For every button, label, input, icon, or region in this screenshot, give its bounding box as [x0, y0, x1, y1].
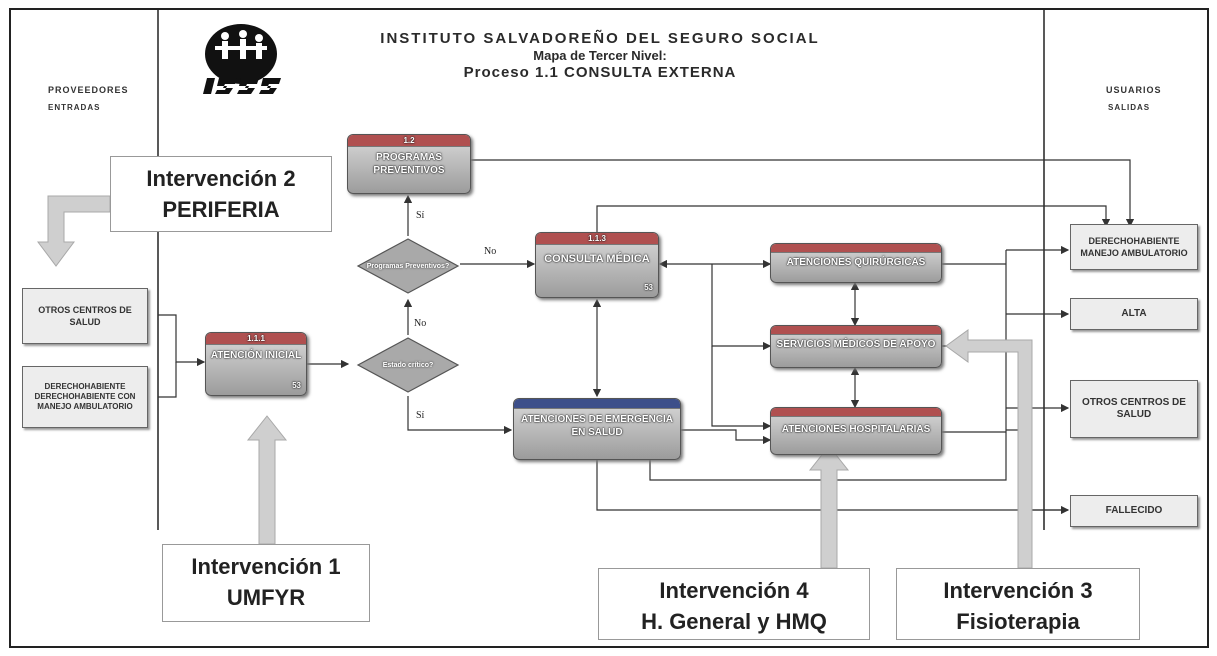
callout-4-line2: H. General y HMQ — [641, 609, 827, 634]
label-inputs: ENTRADAS — [48, 103, 101, 112]
input-derechohabiente-label: DERECHOHABIENTE DERECHOHABIENTE CON MANE… — [34, 382, 136, 411]
output-otros-centros-label: OTROS CENTROS DE SALUD — [1082, 397, 1186, 420]
output-alta-label: ALTA — [1121, 308, 1147, 319]
header-process: Proceso 1.1 CONSULTA EXTERNA — [463, 64, 737, 81]
process-atenciones-hospitalarias: ATENCIONES HOSPITALARIAS — [770, 407, 942, 455]
label-outputs: SALIDAS — [1108, 103, 1151, 112]
process-emergencia-label: ATENCIONES DE EMERGENCIA EN SALUD — [520, 414, 674, 438]
edge-label-no-mid: No — [414, 318, 427, 329]
process-consulta-ref: 53 — [644, 283, 653, 292]
callout-3-line2: Fisioterapia — [956, 609, 1080, 634]
diagram-header: INSTITUTO SALVADOREÑO DEL SEGURO SOCIAL … — [300, 30, 900, 81]
edge-label-si-top: Sí — [416, 210, 425, 221]
process-programas-code: 1.2 — [348, 135, 470, 147]
input-otros-centros: OTROS CENTROS DE SALUD — [22, 288, 148, 344]
decision-estado-critico: Estado crítico? — [356, 336, 460, 394]
process-atencion-inicial-code: 1.1.1 — [206, 333, 306, 345]
output-otros-centros: OTROS CENTROS DE SALUD — [1070, 380, 1198, 438]
process-atencion-inicial-ref: 53 — [292, 381, 301, 390]
process-consulta-code: 1.1.3 — [536, 233, 658, 245]
process-consulta-label: CONSULTA MÉDICA — [544, 253, 650, 265]
input-otros-centros-label: OTROS CENTROS DE SALUD — [38, 305, 132, 327]
output-alta: ALTA — [1070, 298, 1198, 330]
decision-programas-label: Programas Preventivos? — [366, 262, 450, 270]
process-quirurgicas-cap — [771, 244, 941, 253]
edge-label-si-bottom: Sí — [416, 410, 425, 421]
label-users: USUARIOS — [1106, 85, 1162, 95]
callout-4-line1: Intervención 4 — [659, 578, 809, 603]
decision-urgente-label: Estado crítico? — [382, 361, 434, 369]
process-programas-preventivos: 1.2 PROGRAMAS PREVENTIVOS — [347, 134, 471, 194]
process-atenciones-quirurgicas: ATENCIONES QUIRÚRGICAS — [770, 243, 942, 283]
process-atenciones-emergencia: ATENCIONES DE EMERGENCIA EN SALUD — [513, 398, 681, 460]
input-derechohabiente: DERECHOHABIENTE DERECHOHABIENTE CON MANE… — [22, 366, 148, 428]
header-institution: INSTITUTO SALVADOREÑO DEL SEGURO SOCIAL — [380, 30, 820, 47]
callout-1-line1: Intervención 1 — [191, 554, 341, 579]
callout-intervencion-2: Intervención 2 PERIFERIA — [110, 156, 332, 232]
process-apoyo-label: SERVICIOS MÉDICOS DE APOYO — [776, 339, 936, 350]
header-map-level: Mapa de Tercer Nivel: — [533, 48, 667, 63]
process-emergencia-cap — [514, 399, 680, 409]
arrow-intervention-1 — [246, 415, 288, 545]
callout-intervencion-4: Intervención 4 H. General y HMQ — [598, 568, 870, 640]
arrow-intervention-2 — [37, 195, 111, 267]
isss-logo — [193, 20, 291, 98]
arrow-intervention-3 — [945, 329, 1033, 569]
arrow-intervention-4 — [808, 445, 850, 569]
output-derechohabiente-label: DERECHOHABIENTE MANEJO AMBULATORIO — [1080, 236, 1188, 258]
diagram-frame — [9, 8, 1209, 648]
callout-3-line1: Intervención 3 — [943, 578, 1093, 603]
output-fallecido-label: FALLECIDO — [1105, 505, 1163, 516]
process-quirurgicas-label: ATENCIONES QUIRÚRGICAS — [786, 257, 926, 268]
process-atencion-inicial-label: ATENCIÓN INICIAL — [210, 350, 302, 361]
process-hospitalarias-label: ATENCIONES HOSPITALARIAS — [781, 424, 931, 435]
callout-intervencion-3: Intervención 3 Fisioterapia — [896, 568, 1140, 640]
decision-programas-preventivos: Programas Preventivos? — [356, 237, 460, 295]
callout-2-line2: PERIFERIA — [162, 197, 280, 222]
label-providers: PROVEEDORES — [48, 85, 129, 95]
process-programas-label: PROGRAMAS PREVENTIVOS — [373, 152, 445, 176]
output-fallecido: FALLECIDO — [1070, 495, 1198, 527]
process-atencion-inicial: 1.1.1 ATENCIÓN INICIAL 53 — [205, 332, 307, 396]
edge-label-no-right: No — [484, 246, 497, 257]
process-servicios-apoyo: SERVICIOS MÉDICOS DE APOYO — [770, 325, 942, 368]
process-apoyo-cap — [771, 326, 941, 335]
callout-1-line2: UMFYR — [226, 585, 306, 610]
callout-2-line1: Intervención 2 — [146, 166, 296, 191]
process-hospitalarias-cap — [771, 408, 941, 417]
process-consulta-medica: 1.1.3 CONSULTA MÉDICA 53 — [535, 232, 659, 298]
callout-intervencion-1: Intervención 1 UMFYR — [162, 544, 370, 622]
output-derechohabiente: DERECHOHABIENTE MANEJO AMBULATORIO — [1070, 224, 1198, 270]
